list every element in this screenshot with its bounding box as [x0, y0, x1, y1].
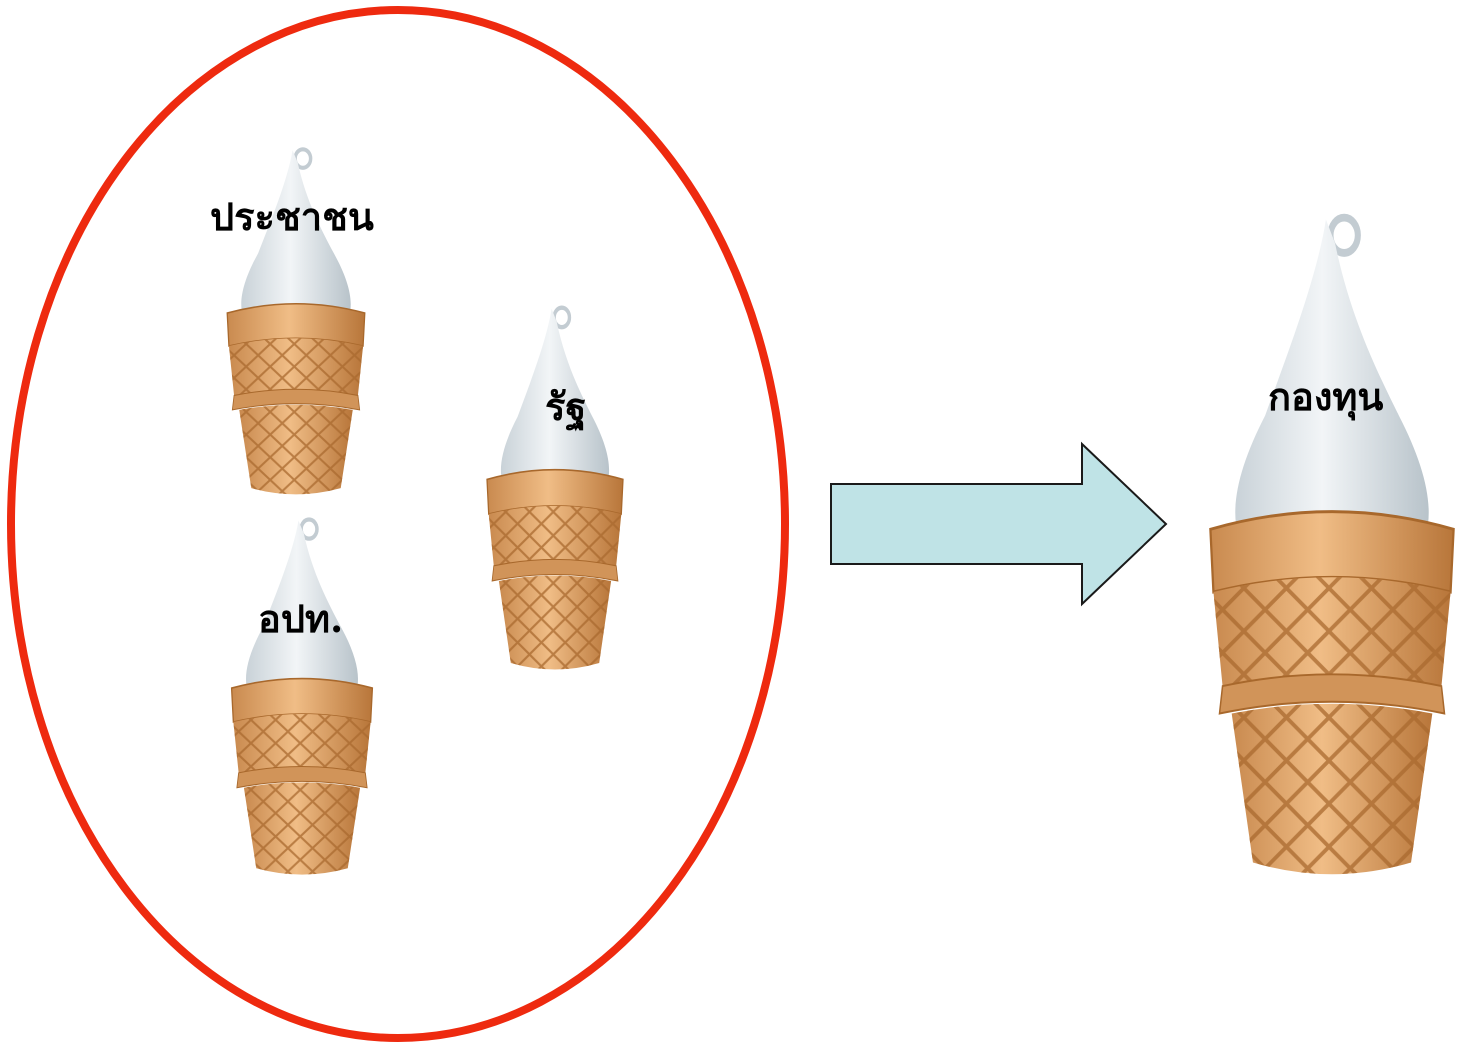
source-label-local: อปท. — [258, 600, 343, 638]
target-label-fund: กองทุน — [1268, 378, 1383, 416]
ice-cream-cone-icon — [1210, 218, 1453, 875]
source-group-outline — [11, 10, 785, 1038]
source-label-state: รัฐ — [545, 388, 586, 426]
ice-cream-cone-icon — [487, 308, 623, 670]
source-label-people: ประชาชน — [210, 198, 374, 236]
ice-cream-cone-icon — [232, 520, 373, 875]
flow-arrow — [831, 444, 1166, 604]
